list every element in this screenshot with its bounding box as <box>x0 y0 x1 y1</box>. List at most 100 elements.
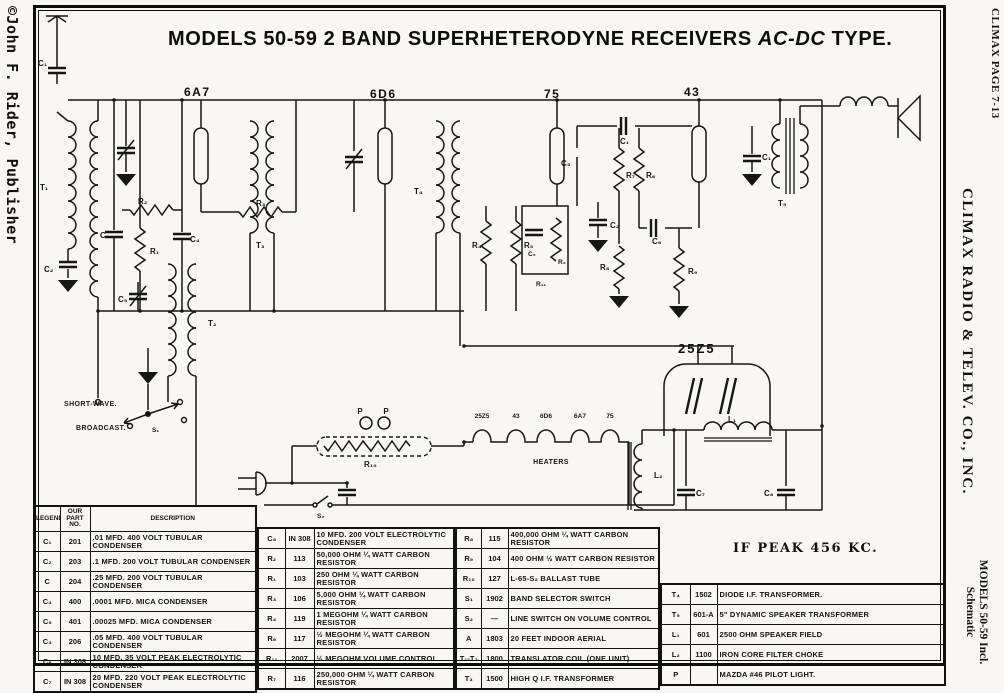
parts-table-header-row: LEGENDOUR PART NO.DESCRIPTION <box>33 505 257 532</box>
part-cell: 1902 <box>480 588 509 609</box>
legend-cell: R₃ <box>257 588 286 609</box>
legend-cell: T₁-T₂ <box>455 648 482 669</box>
legend-cell: S₂ <box>455 608 482 629</box>
desc-cell: 20 FEET INDOOR AERIAL <box>507 628 660 649</box>
part-cell: 400 <box>59 591 91 612</box>
desc-cell: IRON CORE FILTER CHOKE <box>716 644 946 665</box>
coil-t1 <box>67 120 99 298</box>
tube-label-25z5: 25Z5 <box>678 341 716 356</box>
legend-cell: C₄ <box>33 591 61 612</box>
desc-cell: 5,000 OHM ¼ WATT CARBON RESISTOR <box>313 588 455 609</box>
heater-label-75: 75 <box>606 413 614 420</box>
label-r2: R₂ <box>138 197 148 206</box>
desc-cell: 20 MFD. 220 VOLT PEAK ELECTROLYTIC CONDE… <box>89 671 257 693</box>
label-r10: R₁₀ <box>364 460 377 469</box>
tube-label-75: 75 <box>544 87 560 101</box>
label-t5: T₅ <box>778 199 787 208</box>
label-r3: R₃ <box>256 199 266 208</box>
header-part-no: OUR PART NO. <box>59 505 91 532</box>
legend-cell: T₅ <box>660 604 691 625</box>
desc-cell: 1 MEGOHM ¼ WATT CARBON RESISTOR <box>313 608 455 629</box>
filter-choke-l2 <box>633 443 643 509</box>
part-cell: 2007 <box>284 648 315 669</box>
legend-cell: R₉ <box>455 548 482 569</box>
tube-43 <box>691 125 707 183</box>
page-title-post: TYPE. <box>831 28 893 50</box>
right-margin-company: CLIMAX RADIO & TELEV. CO., INC. <box>959 188 975 495</box>
legend-cell: R₁ <box>257 568 286 589</box>
label-c2-antenna: C₂ <box>44 265 54 274</box>
desc-cell: ½ MEGOHM VOLUME CONTROL <box>313 648 455 669</box>
label-c3-coupling: C₃ <box>561 159 571 168</box>
antenna-icon <box>48 16 66 22</box>
desc-cell: 10 MFD. 200 VOLT ELECTROLYTIC CONDENSER <box>313 527 455 549</box>
label-r6: R₆ <box>646 171 656 180</box>
legend-cell: R₄ <box>257 608 286 629</box>
label-c4: C₄ <box>190 235 200 244</box>
tube-label-6a7: 6A7 <box>184 85 211 99</box>
heater-label-6d6: 6D6 <box>540 413 552 420</box>
label-l1: L₁ <box>728 415 737 424</box>
part-cell: 1803 <box>480 628 509 649</box>
legend-cell: L₂ <box>660 644 691 665</box>
desc-cell: ½ MEGOHM ¼ WATT CARBON RESISTOR <box>313 628 455 649</box>
heater-label-43: 43 <box>512 413 520 420</box>
part-cell: 113 <box>284 548 315 569</box>
legend-cell: A <box>455 628 482 649</box>
label-pilot-p2: P <box>383 407 389 416</box>
label-r9: R₉ <box>688 267 698 276</box>
desc-cell: .01 MFD. 400 VOLT TUBULAR CONDENSER <box>89 531 257 552</box>
part-cell: 601-A <box>689 604 718 625</box>
tube-6a7 <box>193 127 209 185</box>
header-description: DESCRIPTION <box>89 505 257 532</box>
legend-cell: C₂ <box>33 551 61 572</box>
label-s2: S₂ <box>317 513 324 520</box>
part-cell: 104 <box>480 548 509 569</box>
desc-cell: MAZDA #46 PILOT LIGHT. <box>716 664 946 686</box>
label-c1-coupling: C₁ <box>620 137 630 146</box>
desc-cell: 400,000 OHM ¼ WATT CARBON RESISTOR <box>507 527 660 549</box>
label-s1: S₁ <box>152 427 159 434</box>
legend-cell: S₁ <box>455 588 482 609</box>
desc-cell: 5" DYNAMIC SPEAKER TRANSFORMER <box>716 604 946 625</box>
part-cell: 206 <box>59 631 91 652</box>
legend-cell: C₅ <box>33 611 61 632</box>
legend-cell: R₆ <box>257 628 286 649</box>
desc-cell: 10 MFD. 35 VOLT PEAK ELECTROLYTIC CONDEN… <box>89 651 257 672</box>
part-cell: 103 <box>284 568 315 589</box>
label-r4: R₄ <box>472 241 482 250</box>
right-margin-page-number: CLIMAX PAGE 7-13 <box>989 8 1001 119</box>
legend-cell: C₈ <box>257 527 286 549</box>
label-pilot-p1: P <box>357 407 363 416</box>
wiring <box>46 16 898 510</box>
label-t4: T₄ <box>414 187 423 196</box>
label-c1-antenna: C₁ <box>38 59 48 68</box>
label-r1: R₁ <box>150 247 160 256</box>
legend-cell: C₃ <box>33 631 61 652</box>
legend-cell: R₁₀ <box>455 568 482 589</box>
part-cell: IN 308 <box>284 527 315 549</box>
label-r7: R₇ <box>626 171 635 180</box>
legend-cell: C <box>33 571 61 592</box>
desc-cell: DIODE I.F. TRANSFORMER. <box>716 583 946 605</box>
part-cell: 106 <box>284 588 315 609</box>
rider-schematic-page: { "margins": { "left_copyright": "©John … <box>3 5 1001 693</box>
legend-cell: R₁₁ <box>257 648 286 669</box>
part-cell: 1800 <box>480 648 509 669</box>
desc-cell: L-65-S₂ BALLAST TUBE <box>507 568 660 589</box>
legend-cell: L₁ <box>660 624 691 645</box>
